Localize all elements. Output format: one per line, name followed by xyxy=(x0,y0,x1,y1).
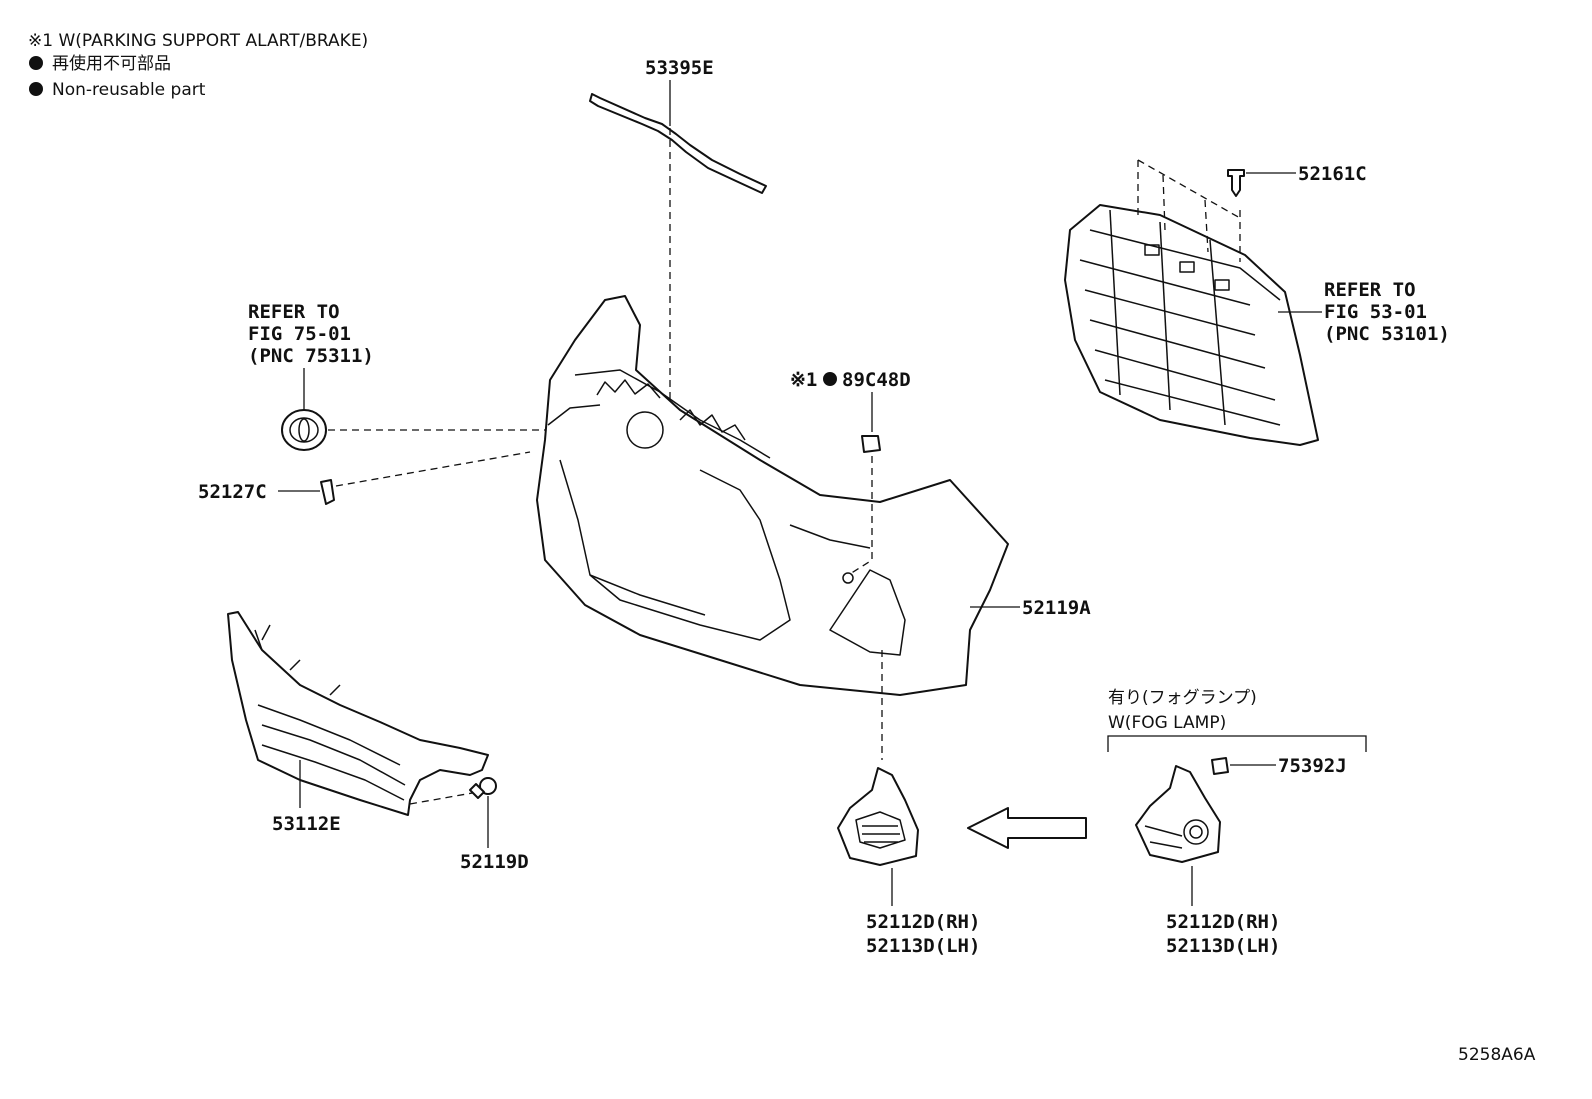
refer-grille-line2: FIG 53-01 xyxy=(1324,301,1427,323)
arrow-left-icon xyxy=(967,807,1087,849)
dashline-52119D xyxy=(409,791,479,805)
label-53395E: 53395E xyxy=(645,57,714,79)
part-52119A-bumper-cover[interactable] xyxy=(536,295,1009,696)
label-89C48D-prefix: ※1 xyxy=(790,369,817,391)
figure-code: 5258A6A xyxy=(1458,1045,1536,1065)
part-52112D-fog-cover[interactable] xyxy=(837,767,919,866)
part-52127C-retainer[interactable] xyxy=(320,479,335,505)
note-parking-support: ※1 W(PARKING SUPPORT ALART/BRAKE) xyxy=(28,31,368,51)
label-53112E: 53112E xyxy=(272,813,341,835)
refer-emblem-line1: REFER TO xyxy=(248,301,340,323)
dashline-grille-clips xyxy=(1137,159,1241,262)
part-75392J-bracket[interactable] xyxy=(1211,757,1229,775)
part-89C48D-sensor-bracket[interactable] xyxy=(861,435,881,453)
label-52112D-b: 52112D(RH) xyxy=(1166,911,1280,933)
part-52112D-fog-cover-with-lamp[interactable] xyxy=(1135,765,1221,863)
note-non-reusable-jp: 再使用不可部品 xyxy=(52,53,171,74)
non-reusable-dot-icon xyxy=(29,82,43,96)
refer-grille-line3: (PNC 53101) xyxy=(1324,323,1450,345)
part-52161C-clip[interactable] xyxy=(1227,169,1245,197)
non-reusable-dot-icon xyxy=(823,372,837,386)
part-53395E-seal-strip[interactable] xyxy=(589,93,767,194)
label-52112D-a: 52112D(RH) xyxy=(866,911,980,933)
label-52113D-b: 52113D(LH) xyxy=(1166,935,1280,957)
dashline-89C48D xyxy=(849,456,873,575)
non-reusable-dot-icon xyxy=(29,56,43,70)
label-75392J: 75392J xyxy=(1278,755,1347,777)
label-52127C: 52127C xyxy=(198,481,267,503)
part-grille-assembly[interactable] xyxy=(1064,204,1319,446)
label-52119D: 52119D xyxy=(460,851,529,873)
fog-lamp-note-en: W(FOG LAMP) xyxy=(1108,713,1226,733)
part-52119D-screw[interactable] xyxy=(469,777,497,799)
refer-emblem-line2: FIG 75-01 xyxy=(248,323,351,345)
part-53112E-lower-grille[interactable] xyxy=(227,611,489,816)
fog-lamp-note-jp: 有り(フォグランプ) xyxy=(1108,688,1257,708)
refer-emblem-line3: (PNC 75311) xyxy=(248,345,374,367)
fog-lamp-bracket xyxy=(1107,735,1367,752)
refer-grille-line1: REFER TO xyxy=(1324,279,1416,301)
label-89C48D: 89C48D xyxy=(842,369,911,391)
label-52119A: 52119A xyxy=(1022,597,1091,619)
label-52161C: 52161C xyxy=(1298,163,1367,185)
emblem-icon[interactable] xyxy=(281,409,327,451)
dashline-52127C xyxy=(335,451,531,487)
note-non-reusable-en: Non-reusable part xyxy=(52,80,206,100)
label-52113D-a: 52113D(LH) xyxy=(866,935,980,957)
